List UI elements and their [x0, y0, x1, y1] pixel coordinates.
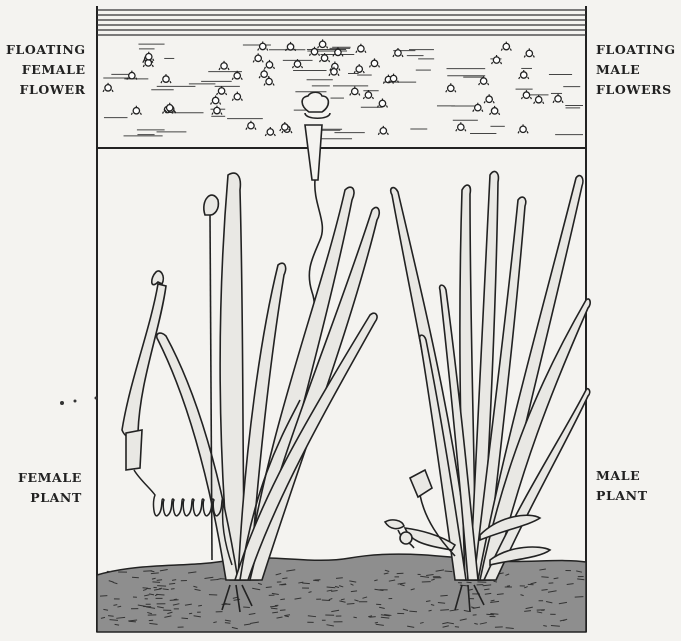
soil — [97, 554, 586, 632]
soil-stroke — [225, 623, 230, 624]
male-flower — [553, 94, 563, 103]
male-flower — [534, 95, 544, 104]
male-flower — [492, 55, 502, 64]
male-flower — [378, 126, 388, 135]
male-flower — [501, 42, 511, 51]
soil-stroke — [302, 583, 310, 584]
male-flower — [350, 86, 360, 95]
male-flower — [524, 48, 534, 57]
male-flower — [253, 53, 263, 62]
soil-stroke — [575, 597, 584, 598]
male-flower — [103, 83, 113, 92]
soil-stroke — [347, 604, 355, 605]
soil-stroke — [170, 600, 179, 601]
soil-stroke — [336, 578, 343, 579]
soil-stroke — [375, 622, 378, 623]
soil-stroke — [409, 611, 417, 612]
soil-stroke — [369, 617, 375, 618]
soil-stroke — [440, 595, 447, 596]
floating-male-flowers-label: FLOATING MALE FLOWERS — [596, 40, 676, 100]
label-line: FEMALE — [6, 60, 86, 80]
male-flower — [258, 41, 268, 50]
label-line: PLANT — [18, 488, 82, 508]
label-line: FLOATING — [596, 40, 676, 60]
soil-stroke — [129, 621, 136, 622]
male-flower — [219, 61, 229, 70]
soil-stroke — [108, 616, 114, 617]
male-plant-label: MALE PLANT — [596, 466, 648, 506]
soil-stroke — [156, 594, 164, 595]
soil-stroke — [113, 605, 117, 606]
male-flower — [211, 96, 221, 105]
soil-stroke — [280, 599, 285, 600]
male-flower — [318, 39, 328, 48]
soil-stroke — [169, 583, 175, 584]
male-flower — [161, 74, 171, 83]
soil-stroke — [313, 580, 319, 581]
soil-stroke — [445, 571, 453, 572]
soil-stroke — [543, 626, 547, 627]
soil-stroke — [100, 596, 107, 597]
label-line: PLANT — [596, 486, 648, 506]
male-flower — [521, 90, 531, 99]
label-line: FLOATING — [6, 40, 86, 60]
female-plant — [122, 173, 379, 612]
male-flower — [363, 90, 373, 99]
soil-stroke — [181, 618, 188, 619]
male-flower — [259, 69, 269, 78]
male-flower — [484, 94, 494, 103]
soil-stroke — [210, 580, 217, 581]
water-surface — [97, 10, 586, 35]
label-line: FLOWER — [6, 80, 86, 100]
male-flower — [232, 92, 242, 101]
male-flower — [456, 122, 466, 131]
male-flower — [490, 106, 500, 115]
soil-stroke — [541, 577, 548, 578]
soil-stroke — [322, 600, 330, 601]
male-flower — [217, 86, 227, 95]
soil-stroke — [440, 610, 449, 611]
water-ripples — [103, 44, 583, 139]
male-plant — [385, 171, 590, 612]
soil-stroke — [171, 589, 175, 590]
male-flower — [446, 83, 456, 92]
label-line: FLOWERS — [596, 80, 676, 100]
male-flower — [356, 44, 366, 53]
label-line: MALE — [596, 60, 676, 80]
male-flower — [518, 124, 528, 133]
soil-stroke — [353, 617, 356, 618]
male-flower — [264, 60, 274, 69]
male-flower — [212, 106, 222, 115]
male-flower — [131, 106, 141, 115]
soil-stroke — [143, 571, 152, 572]
soil-stroke — [172, 580, 176, 581]
label-line: MALE — [596, 466, 648, 486]
male-flower — [369, 58, 379, 67]
soil-stroke — [157, 580, 162, 581]
male-flower — [246, 121, 256, 130]
soil-stroke — [198, 605, 202, 606]
floating-female-flower-label: FLOATING FEMALE FLOWER — [6, 40, 86, 100]
soil-stroke — [351, 591, 357, 592]
female-plant-label: FEMALE PLANT — [18, 468, 82, 508]
male-flower — [519, 70, 529, 79]
label-line: FEMALE — [18, 468, 82, 488]
male-flower — [393, 48, 403, 57]
soil-stroke — [466, 582, 471, 583]
male-flower — [265, 127, 275, 136]
male-flower — [354, 64, 364, 73]
floating-male-flowers — [103, 39, 563, 136]
ink-specks — [60, 397, 98, 406]
male-flower — [377, 98, 387, 107]
male-flower — [473, 103, 483, 112]
soil-stroke — [266, 587, 272, 588]
